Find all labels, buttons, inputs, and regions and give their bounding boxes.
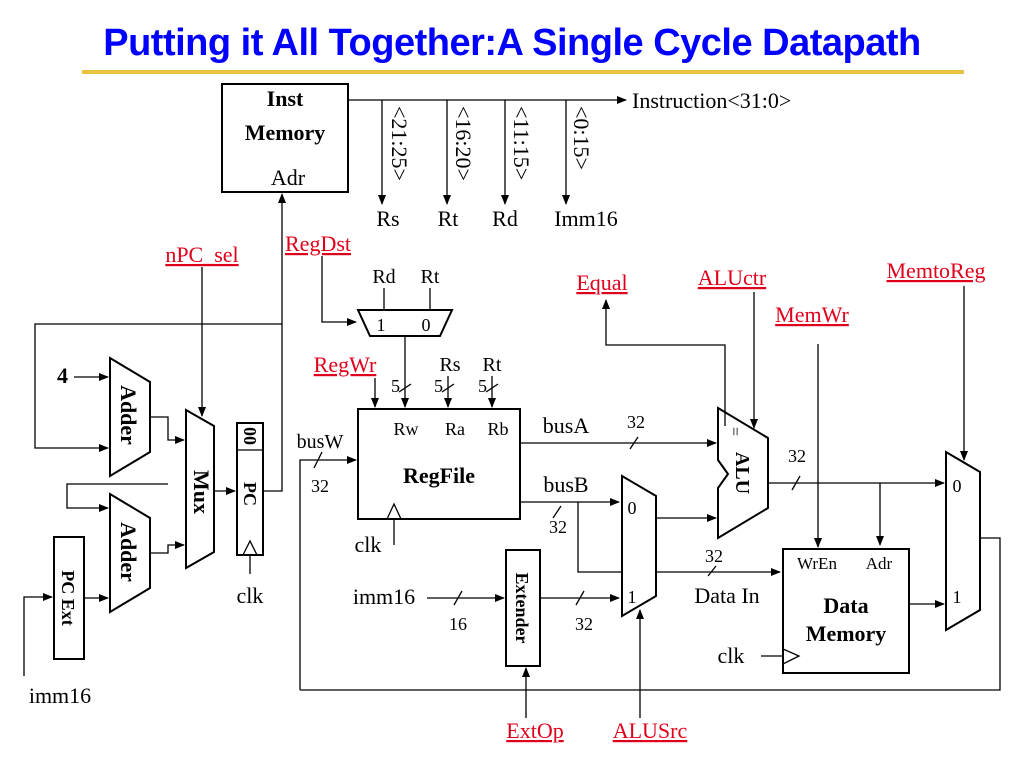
alu-label: ALU xyxy=(731,452,753,494)
inst-memory-adr: Adr xyxy=(271,165,306,190)
title-underline xyxy=(82,70,964,74)
adder-1-label: Adder xyxy=(116,385,141,445)
pc-imm16: imm16 xyxy=(29,683,91,708)
regdst-mux: RegDst 1 0 Rd Rt xyxy=(285,231,454,408)
width-5-rb: 5 xyxy=(478,376,487,396)
regdst-rd: Rd xyxy=(372,266,395,288)
data-memory-wren: WrEn xyxy=(797,554,837,573)
adder-2-label: Adder xyxy=(116,522,141,582)
regwr-signal: RegWr xyxy=(314,352,377,377)
slide-title: Putting it All Together:A Single Cycle D… xyxy=(103,22,921,64)
alusrc-in1: 1 xyxy=(628,587,637,607)
busa-width: 32 xyxy=(627,412,645,432)
extop-signal: ExtOp xyxy=(506,718,563,743)
regfile-ra: Ra xyxy=(445,419,465,439)
memtoreg-signal: MemtoReg xyxy=(887,258,986,283)
instruction-label: Instruction<31:0> xyxy=(632,88,791,113)
width-5-rw: 5 xyxy=(391,376,400,396)
regfile-clk: clk xyxy=(355,532,382,557)
busa-label: busA xyxy=(543,413,590,438)
data-memory: WrEn Adr Data Memory Data In clk MemWr xyxy=(694,302,945,674)
memtoreg-in0: 0 xyxy=(953,476,962,496)
inst-memory-label-2: Memory xyxy=(245,120,326,145)
busw-label: busW xyxy=(297,431,344,453)
field-bits-rt: <16:20> xyxy=(451,106,476,181)
data-memory-label-2: Memory xyxy=(806,621,887,646)
alu: ALU = Equal ALUctr 32 xyxy=(576,265,945,546)
busb-label: busB xyxy=(543,472,588,497)
alusrc-signal: ALUSrc xyxy=(613,718,688,743)
regfile-rw: Rw xyxy=(393,419,418,439)
regfile-label: RegFile xyxy=(403,463,475,488)
pc-logic: 4 Adder Adder Mux 00 PC clk PC Ext imm16 xyxy=(23,193,286,708)
busa: busA 32 xyxy=(520,412,717,450)
busb: busB 32 32 xyxy=(520,472,781,577)
memtoreg-mux: 0 1 MemtoReg xyxy=(300,258,1001,691)
field-name-rs: Rs xyxy=(376,206,399,231)
field-name-rt: Rt xyxy=(438,206,459,231)
alu-eq: = xyxy=(726,427,743,436)
busb-width: 32 xyxy=(549,517,567,537)
npc-sel-signal: nPC_sel xyxy=(165,242,238,267)
extender-in-width: 16 xyxy=(449,614,467,634)
extender-label: Extender xyxy=(512,573,532,644)
memwr-signal: MemWr xyxy=(775,302,849,327)
pc-mux xyxy=(185,408,215,570)
regfile: RegWr Rs Rt 5 5 5 Rw Ra Rb RegFile clk xyxy=(314,352,521,557)
data-memory-label-1: Data xyxy=(823,593,868,618)
extender-out-width: 32 xyxy=(575,614,593,634)
pc-bits: 00 xyxy=(240,427,260,445)
field-bits-imm16: <0:15> xyxy=(569,106,594,170)
field-bits-rd: <11:15> xyxy=(509,106,534,180)
adder-2 xyxy=(109,492,151,614)
field-name-imm16: Imm16 xyxy=(554,206,618,231)
regdst-rt: Rt xyxy=(421,266,440,288)
datain-width: 32 xyxy=(705,546,723,566)
busw-width: 32 xyxy=(311,476,329,496)
pc-ext-label: PC Ext xyxy=(58,570,78,626)
pc-register xyxy=(236,422,264,556)
data-memory-adr: Adr xyxy=(866,554,893,573)
instruction-bus: Instruction<31:0> <21:25> <16:20> <11:15… xyxy=(348,88,791,231)
pc-mux-label: Mux xyxy=(189,470,214,514)
aluctr-signal: ALUctr xyxy=(698,265,767,290)
inst-memory: Inst Memory Adr xyxy=(221,83,349,193)
regdst-in1: 1 xyxy=(377,315,386,335)
width-5-ra: 5 xyxy=(434,376,443,396)
data-memory-clk: clk xyxy=(718,643,745,668)
equal-signal: Equal xyxy=(576,270,627,295)
pc-label: PC xyxy=(240,482,260,506)
field-name-rd: Rd xyxy=(492,206,518,231)
extender-imm16: imm16 xyxy=(353,584,415,609)
inst-memory-label-1: Inst xyxy=(267,86,304,111)
const-four: 4 xyxy=(57,363,68,388)
regfile-rs-in: Rs xyxy=(439,354,460,376)
regfile-rt-in: Rt xyxy=(483,354,502,376)
pc-clk: clk xyxy=(237,583,264,608)
extender: Extender imm16 16 32 ExtOp xyxy=(353,549,620,743)
alu-out-width: 32 xyxy=(788,446,806,466)
busw: busW 32 xyxy=(297,431,357,690)
regdst-signal: RegDst xyxy=(285,231,351,256)
memtoreg-in1: 1 xyxy=(953,587,962,607)
alusrc-in0: 0 xyxy=(628,498,637,518)
data-memory-data-in: Data In xyxy=(694,583,759,608)
alusrc-mux: 0 1 ALUSrc xyxy=(613,474,717,743)
adder-1 xyxy=(109,356,151,478)
regdst-in0: 0 xyxy=(422,315,431,335)
field-bits-rs: <21:25> xyxy=(387,106,412,181)
regfile-rb: Rb xyxy=(487,419,508,439)
